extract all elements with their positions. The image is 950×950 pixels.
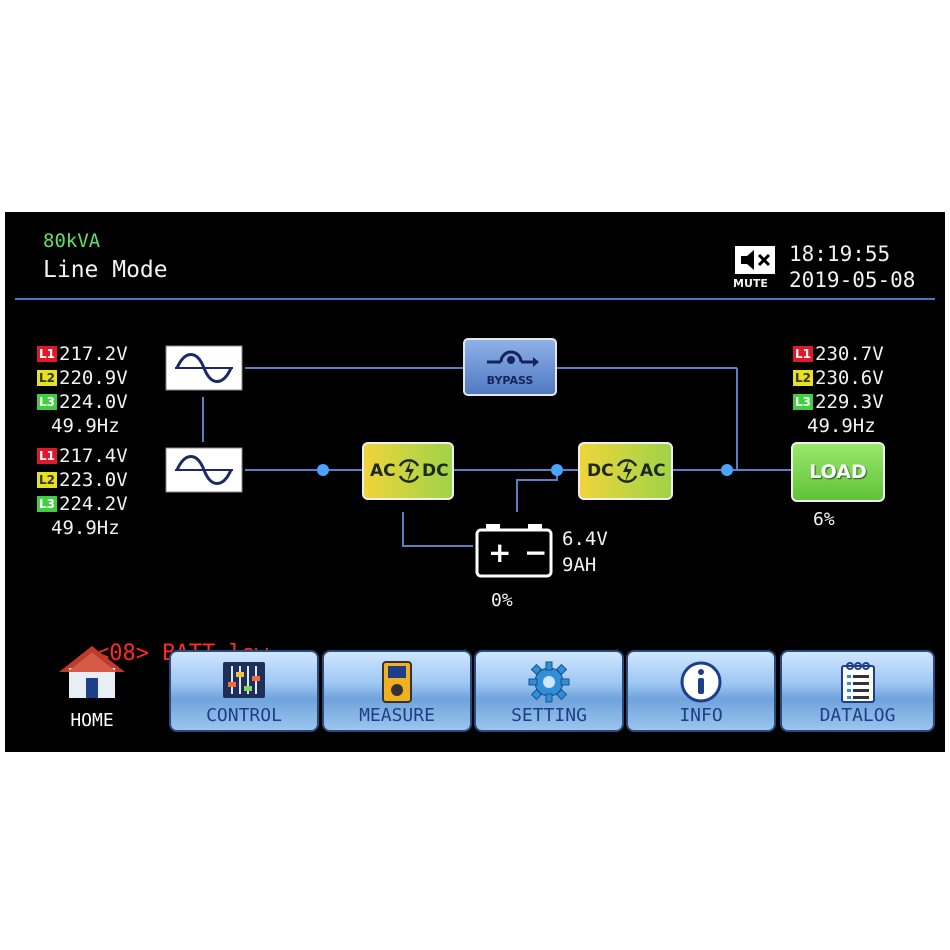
rectifier-block[interactable]: AC DC — [362, 442, 454, 500]
home-icon — [59, 646, 125, 698]
conversion-icon — [398, 459, 420, 483]
main-input-l1: 217.2V — [59, 343, 128, 365]
bypass-block[interactable]: BYPASS — [463, 338, 557, 396]
mute-label: MUTE — [733, 277, 768, 290]
flow-node — [551, 464, 563, 476]
nav-home-label: HOME — [70, 710, 114, 731]
phase-l3-tag: L3 — [793, 394, 813, 410]
nav-measure-label: MEASURE — [359, 705, 435, 726]
load-percent: 6% — [813, 509, 835, 530]
bypass-icon — [487, 350, 539, 367]
main-input-freq: 49.9Hz — [51, 415, 120, 437]
battery-minus: − — [524, 536, 548, 569]
phase-l1-tag: L1 — [37, 346, 57, 362]
nav-control-button[interactable]: CONTROL — [169, 650, 319, 732]
clock-time: 18:19:55 — [789, 242, 891, 266]
battery-capacity: 9AH — [562, 554, 597, 576]
nav-setting-button[interactable]: SETTING — [474, 650, 624, 732]
nav-measure-button[interactable]: MEASURE — [322, 650, 472, 732]
nav-home-button[interactable]: HOME — [45, 642, 139, 738]
nav-datalog-button[interactable]: DATALOG — [780, 650, 935, 732]
output-freq: 49.9Hz — [807, 415, 876, 437]
inverter-ac-label: AC — [640, 461, 666, 481]
nav-control-label: CONTROL — [206, 705, 282, 726]
sine-wave-icon — [165, 345, 243, 391]
battery-plus: + — [488, 536, 512, 569]
main-input-l3: 224.0V — [59, 391, 128, 413]
battery-block[interactable]: + − — [474, 522, 554, 578]
power-flow-diagram — [202, 367, 791, 547]
load-block[interactable]: LOAD — [791, 442, 885, 502]
nav-datalog-label: DATALOG — [819, 705, 896, 726]
phase-l2-tag: L2 — [37, 472, 57, 488]
phase-l1-tag: L1 — [37, 448, 57, 464]
battery-voltage: 6.4V — [562, 528, 608, 550]
rating-label: 80kVA — [43, 230, 101, 252]
flow-node — [721, 464, 733, 476]
rectifier-ac-label: AC — [370, 461, 396, 481]
mode-label: Line Mode — [43, 257, 168, 283]
battery-icon — [475, 524, 553, 578]
second-input-l2: 223.0V — [59, 469, 128, 491]
main-input-l2: 220.9V — [59, 367, 128, 389]
nav-setting-label: SETTING — [511, 705, 587, 726]
phase-l2-tag: L2 — [37, 370, 57, 386]
battery-percent: 0% — [491, 590, 513, 611]
second-input-l1: 217.4V — [59, 445, 128, 467]
phase-l1-tag: L1 — [793, 346, 813, 362]
output-l1: 230.7V — [815, 343, 884, 365]
nav-info-label: INFO — [679, 705, 723, 726]
flow-node — [317, 464, 329, 476]
phase-l3-tag: L3 — [37, 496, 57, 512]
mute-icon — [735, 246, 775, 274]
header-divider — [15, 298, 935, 300]
clock-date: 2019-05-08 — [789, 268, 916, 292]
mute-button[interactable]: MUTE — [733, 245, 777, 291]
bypass-label: BYPASS — [486, 374, 534, 387]
sine-wave-icon — [165, 447, 243, 493]
conversion-icon — [616, 459, 638, 483]
datalog-icon — [840, 662, 875, 703]
phase-l2-tag: L2 — [793, 370, 813, 386]
nav-info-button[interactable]: INFO — [626, 650, 776, 732]
load-label: LOAD — [809, 461, 867, 483]
setting-gear-icon — [528, 661, 570, 703]
control-sliders-icon — [223, 662, 265, 698]
info-icon — [680, 661, 722, 703]
rectifier-dc-label: DC — [422, 461, 449, 481]
inverter-dc-label: DC — [587, 461, 614, 481]
second-input-l3: 224.2V — [59, 493, 128, 515]
phase-l3-tag: L3 — [37, 394, 57, 410]
ups-lcd-screen: 80kVA Line Mode MUTE 18:19:55 2019-05-08 — [5, 212, 945, 752]
output-l3: 229.3V — [815, 391, 884, 413]
measure-meter-icon — [382, 661, 412, 703]
second-input-freq: 49.9Hz — [51, 517, 120, 539]
inverter-block[interactable]: DC AC — [578, 442, 673, 500]
output-l2: 230.6V — [815, 367, 884, 389]
